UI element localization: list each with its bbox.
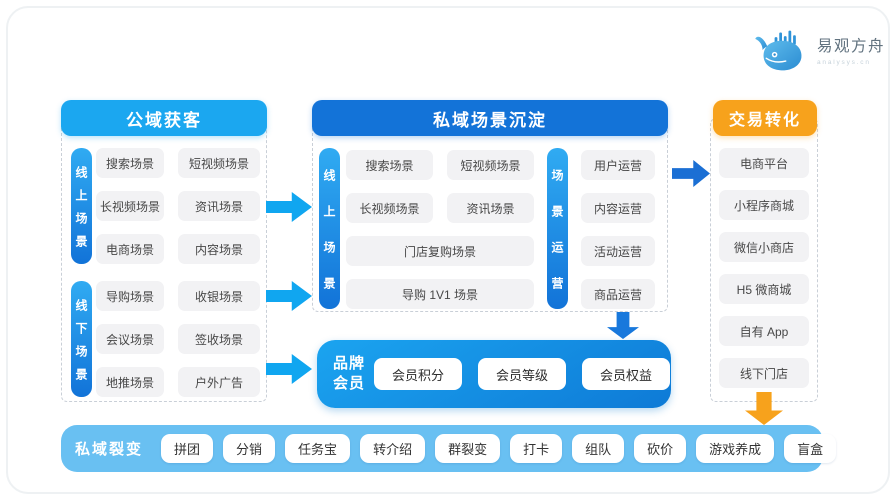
fission-bar: 私域裂变 拼团 分销 任务宝 转介绍 群裂变 打卡 组队 砍价 游戏养成 盲盒 [61, 425, 837, 472]
fission-label: 私域裂变 [75, 441, 144, 458]
acquisition-header: 公域获客 [61, 100, 267, 136]
fission-pill: 群裂变 [435, 434, 501, 463]
online-scene-tag: 线上场景 [71, 148, 92, 264]
member-pill: 会员积分 [374, 358, 462, 390]
scene-pill: 资讯场景 [178, 191, 260, 221]
scene-pill: 会议场景 [96, 324, 164, 354]
fission-pill: 拼团 [161, 434, 214, 463]
arrow-right-icon [672, 160, 710, 187]
arrow-down-icon [607, 312, 639, 339]
arrow-right-icon [266, 192, 312, 222]
brand-member-box: 品牌 会员 会员积分 会员等级 会员权益 [317, 340, 671, 408]
scene-pill: 导购场景 [96, 281, 164, 311]
ops-pill: 用户运营 [581, 150, 655, 180]
ops-pill: 内容运营 [581, 193, 655, 223]
fission-pill: 游戏养成 [696, 434, 775, 463]
fission-pill: 任务宝 [285, 434, 351, 463]
scene-pill: 资讯场景 [447, 193, 534, 223]
scene-pill: 短视频场景 [178, 148, 260, 178]
offline-scene-grid: 导购场景 收银场景 会议场景 签收场景 地推场景 户外广告 [96, 281, 260, 397]
arrow-right-icon [266, 281, 312, 311]
scene-pill: 内容场景 [178, 234, 260, 264]
scene-pill: 搜索场景 [96, 148, 164, 178]
scene-pill: 短视频场景 [447, 150, 534, 180]
member-pill: 会员权益 [582, 358, 670, 390]
conversion-list: 电商平台 小程序商城 微信小商店 H5 微商城 自有 App 线下门店 [719, 148, 809, 388]
brand-name: 易观方舟 [817, 38, 886, 55]
ops-pill: 商品运营 [581, 279, 655, 309]
conversion-pill: 电商平台 [719, 148, 809, 178]
brand-tagline: analysys.cn [817, 59, 871, 66]
scene-pill: 户外广告 [178, 367, 260, 397]
fission-pill: 打卡 [510, 434, 563, 463]
scene-pill: 签收场景 [178, 324, 260, 354]
fission-pill: 盲盒 [784, 434, 837, 463]
fission-pill: 组队 [572, 434, 625, 463]
conversion-pill: 线下门店 [719, 358, 809, 388]
fission-pill: 分销 [223, 434, 276, 463]
private-scene-header: 私域场景沉淀 [312, 100, 668, 136]
fission-pill: 砍价 [634, 434, 687, 463]
conversion-pill: 自有 App [719, 316, 809, 346]
arrow-right-icon [266, 354, 312, 384]
fission-pill: 转介绍 [360, 434, 426, 463]
brand-logo: 易观方舟 analysys.cn [754, 26, 885, 74]
brand-member-title: 品牌 会员 [333, 354, 366, 392]
scene-pill: 电商场景 [96, 234, 164, 264]
conversion-pill: 小程序商城 [719, 190, 809, 220]
private-online-scene-tag: 线上场景 [319, 148, 340, 313]
whale-chart-icon [755, 30, 802, 71]
scene-pill: 搜索场景 [346, 150, 433, 180]
conversion-pill: H5 微商城 [719, 274, 809, 304]
scene-pill: 地推场景 [96, 367, 164, 397]
ops-pill: 活动运营 [581, 236, 655, 266]
conversion-header: 交易转化 [713, 100, 817, 136]
scene-operations-tag: 场景运营 [547, 148, 568, 313]
operations-grid: 用户运营 内容运营 活动运营 商品运营 [581, 150, 655, 309]
scene-pill: 导购 1V1 场景 [346, 279, 534, 309]
scene-pill: 长视频场景 [346, 193, 433, 223]
private-scene-grid: 搜索场景 短视频场景 长视频场景 资讯场景 门店复购场景 导购 1V1 场景 [346, 150, 534, 309]
scene-pill: 长视频场景 [96, 191, 164, 221]
online-scene-grid: 搜索场景 短视频场景 长视频场景 资讯场景 电商场景 内容场景 [96, 148, 260, 264]
brand-logo-text: 易观方舟 analysys.cn [817, 34, 885, 66]
scene-pill: 收银场景 [178, 281, 260, 311]
member-pill: 会员等级 [478, 358, 566, 390]
offline-scene-tag: 线下场景 [71, 281, 92, 397]
conversion-pill: 微信小商店 [719, 232, 809, 262]
scene-pill: 门店复购场景 [346, 236, 534, 266]
